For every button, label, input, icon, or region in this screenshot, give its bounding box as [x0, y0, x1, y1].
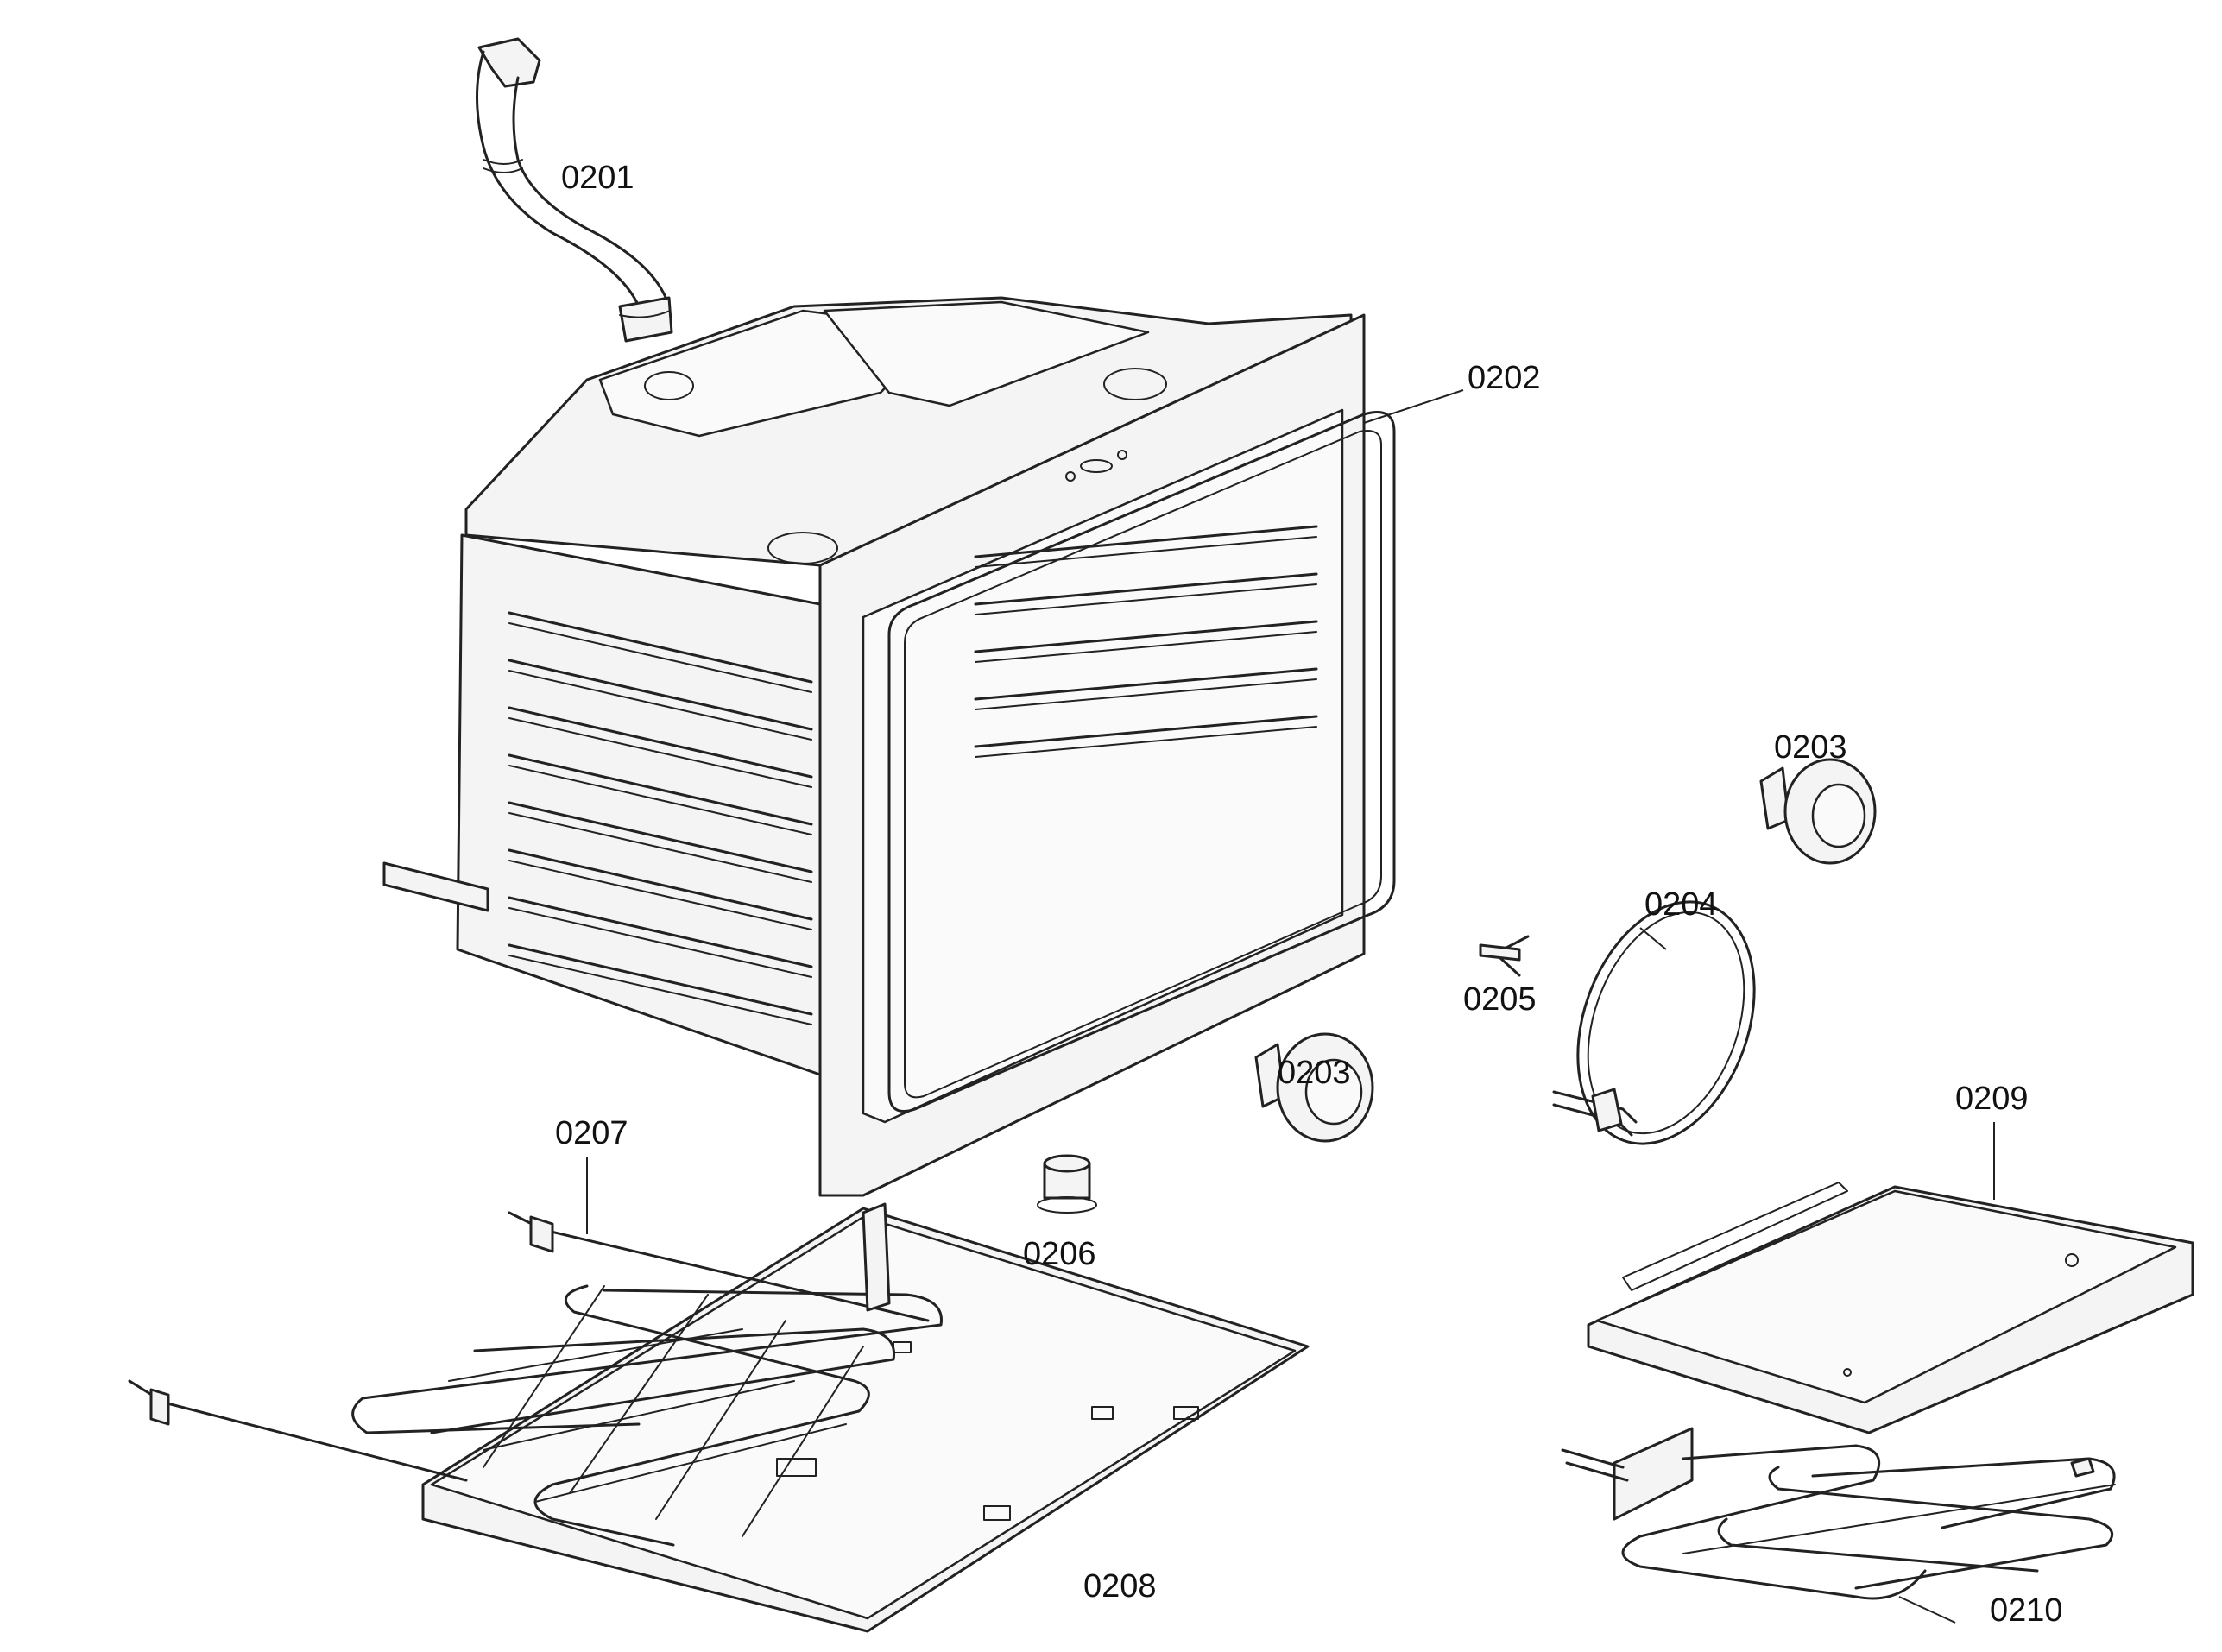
small-cylinder-part — [1037, 1154, 1097, 1214]
lamp-housing-upper-part — [1759, 758, 1877, 865]
leader-lines — [586, 389, 1995, 1624]
callout-0204: 0204 — [1644, 886, 1718, 923]
bottom-heater-plate-part — [128, 1202, 1310, 1633]
oven-cavity-part — [382, 296, 1396, 1197]
callout-0201: 0201 — [561, 160, 634, 196]
lamp-housing-lower-part — [1254, 1032, 1374, 1143]
broil-element-part — [1561, 1427, 2116, 1600]
ring-heating-element-part — [1552, 900, 1756, 1145]
callout-0202: 0202 — [1468, 360, 1541, 396]
callout-0206: 0206 — [1023, 1236, 1096, 1272]
vent-hose-part — [476, 37, 673, 343]
callout-0205: 0205 — [1463, 981, 1537, 1018]
callout-0210: 0210 — [1990, 1592, 2063, 1629]
callout-0203-lower: 0203 — [1278, 1055, 1351, 1091]
inner-rack-ribs — [974, 525, 1318, 758]
callout-0208: 0208 — [1083, 1568, 1157, 1605]
left-rack-ribs — [508, 611, 813, 1025]
callout-0207: 0207 — [555, 1115, 628, 1151]
broiler-tray-part — [1587, 1182, 2194, 1434]
callout-0203-upper: 0203 — [1774, 729, 1847, 766]
small-bracket-part — [1479, 935, 1530, 977]
callout-0209: 0209 — [1955, 1081, 2029, 1117]
